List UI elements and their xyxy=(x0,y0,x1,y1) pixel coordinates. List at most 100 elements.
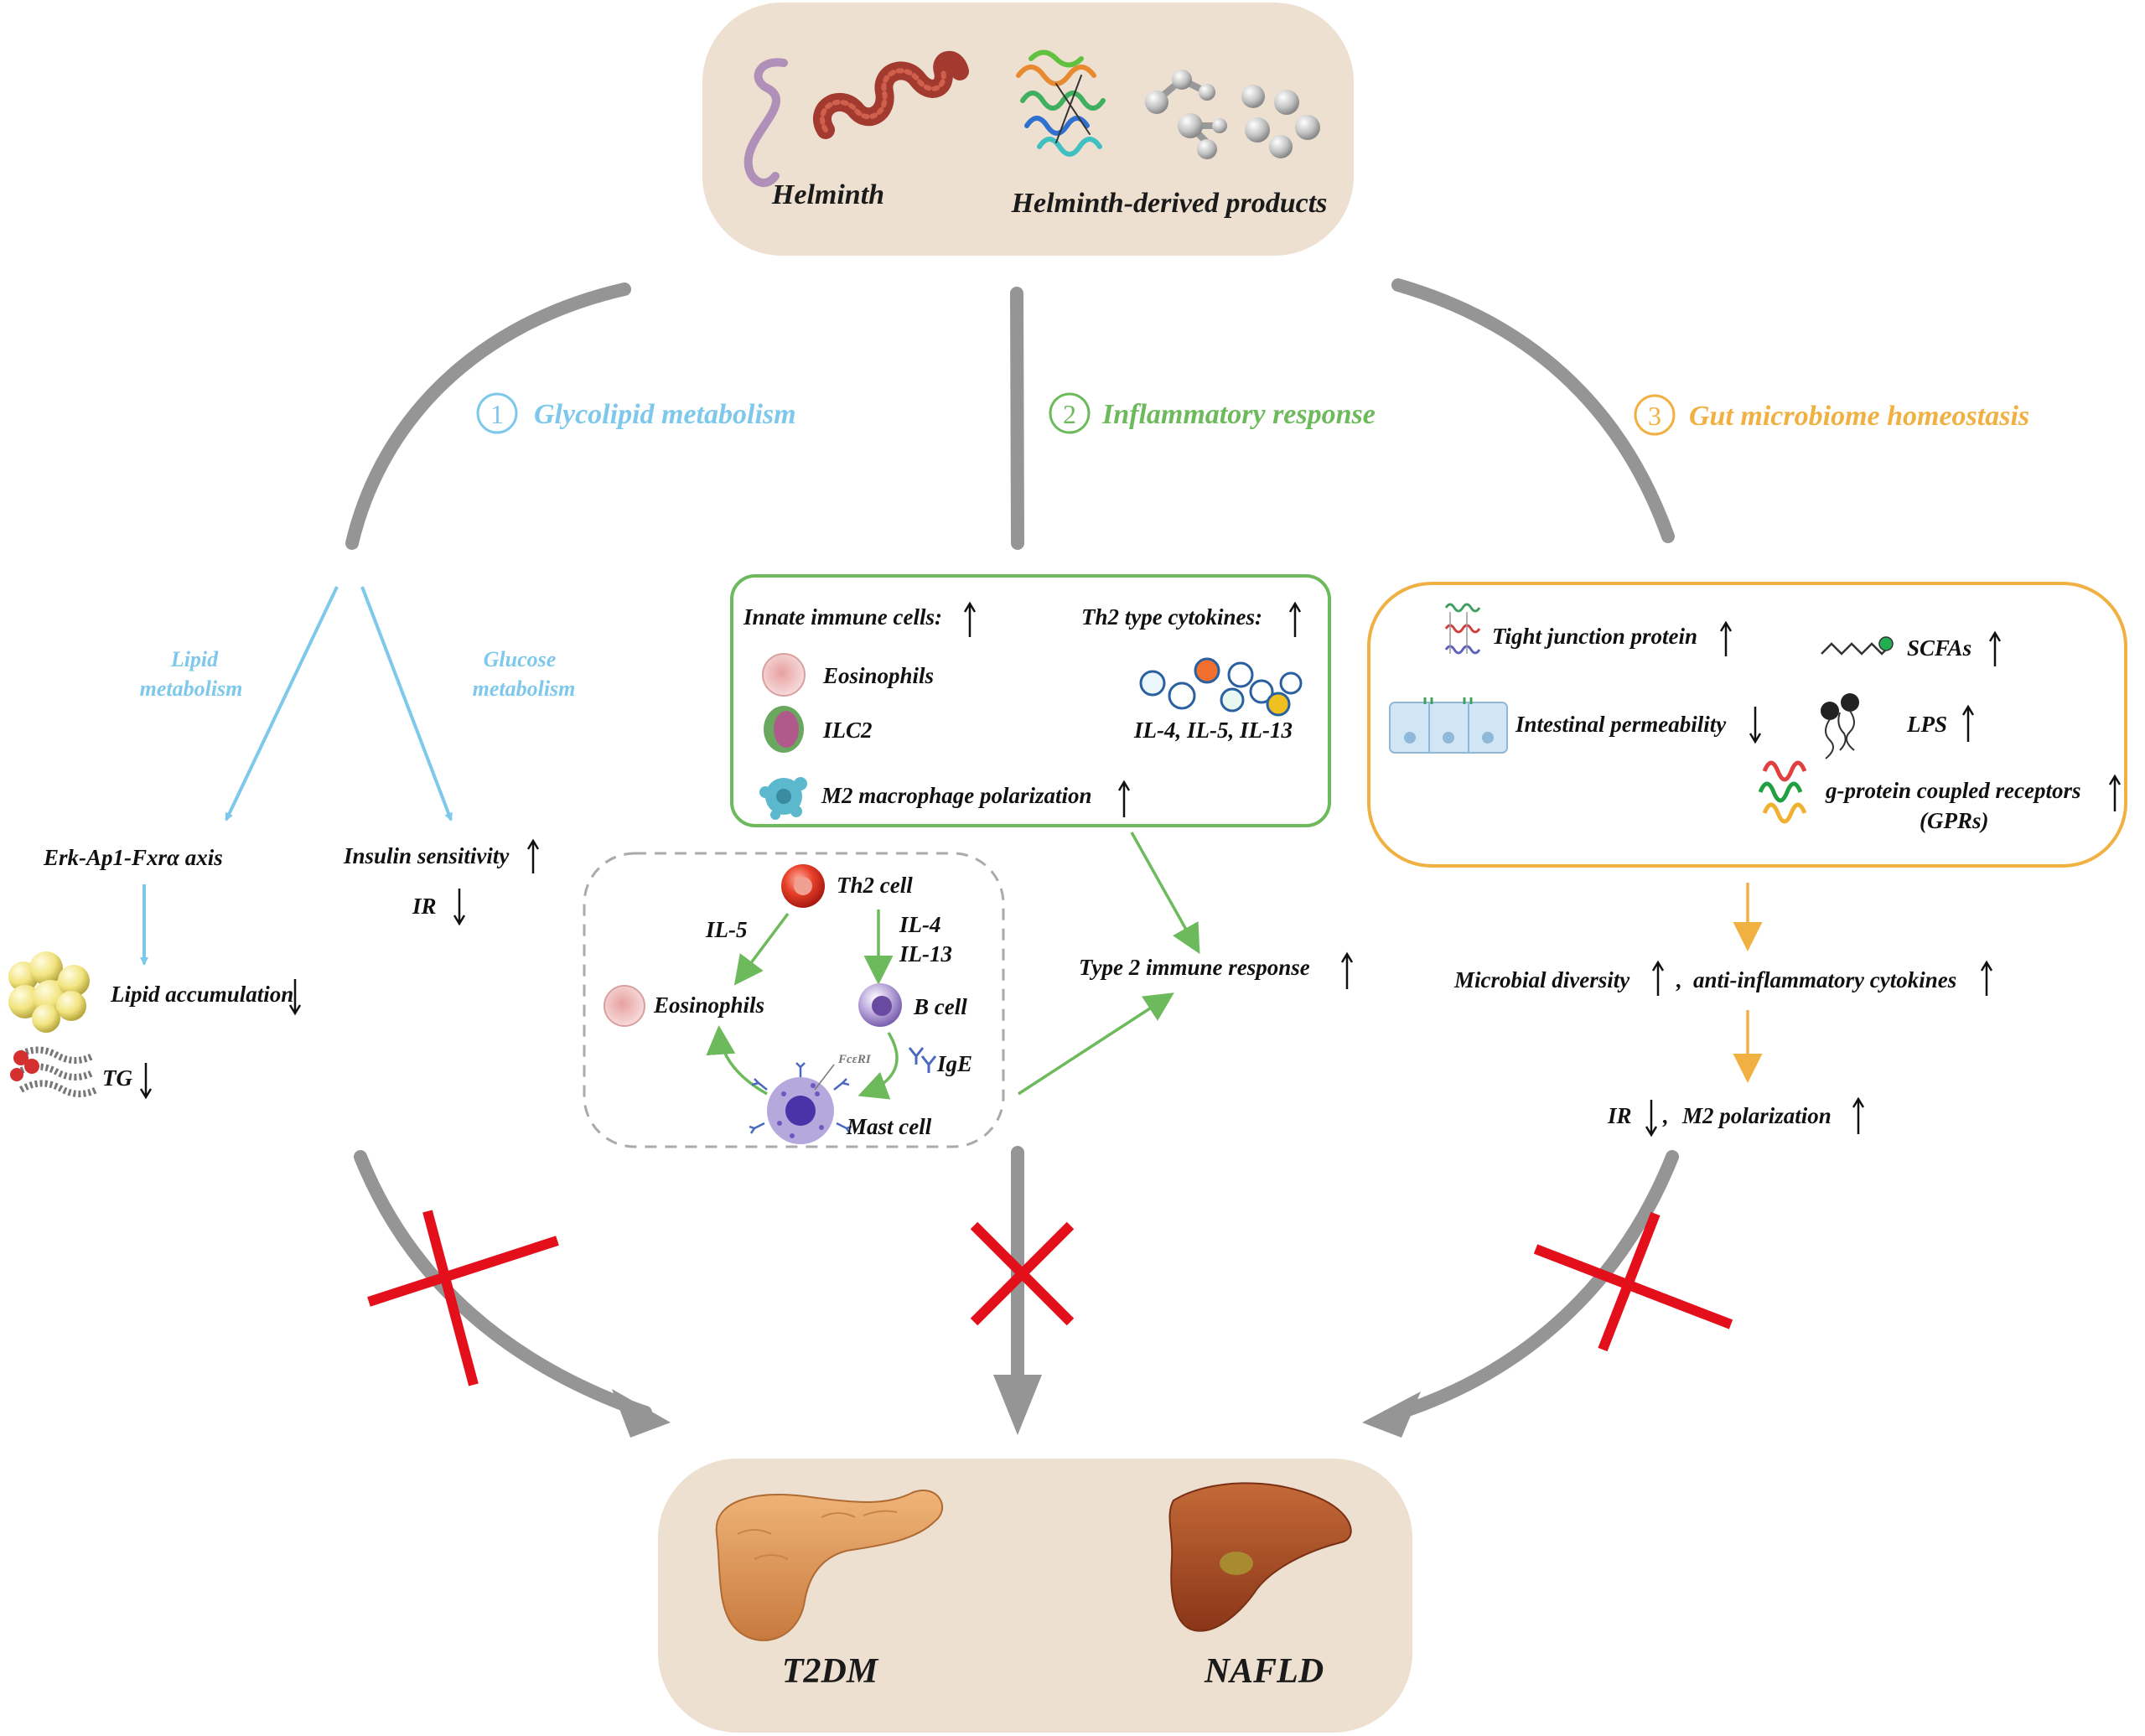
lps-up-arrow-icon xyxy=(1961,704,1975,742)
eosinophils-label-2: Eosinophils xyxy=(653,992,764,1018)
insulin-up-arrow-icon xyxy=(526,838,540,873)
ir-comma: , xyxy=(1662,1103,1669,1128)
triglyceride-molecule-icon xyxy=(10,1046,98,1097)
cytokines-up-arrow-icon xyxy=(1288,601,1302,637)
microbiome-section: Tight junction protein SCFAs Intestinal … xyxy=(1367,582,2127,1137)
fceri-label: FcεRI xyxy=(837,1053,872,1066)
pathway-2-heading: 2 Inflammatory response xyxy=(1049,392,1376,434)
innate-immune-box xyxy=(730,574,1331,827)
nafld-label: NAFLD xyxy=(1204,1652,1324,1691)
m2-macrophage-icon xyxy=(759,777,807,820)
top-connectors xyxy=(345,278,1675,550)
glycolipid-section: Lipid metabolism Glucose metabolism Erk-… xyxy=(8,586,576,1100)
lipid-metabolism-label-1: Lipid xyxy=(170,647,219,671)
perm-down-arrow-icon xyxy=(1749,707,1762,744)
tg-label: TG xyxy=(102,1065,132,1091)
anti-inflammatory-label: anti-inflammatory cytokines xyxy=(1693,967,1956,992)
pathway-2-number: 2 xyxy=(1063,399,1076,429)
lipid-metabolism-label-2: metabolism xyxy=(140,676,243,701)
insulin-sensitivity-label: Insulin sensitivity xyxy=(343,843,510,868)
pathway-2-title: Inflammatory response xyxy=(1101,399,1376,430)
helminth-products-label: Helminth-derived products xyxy=(1011,188,1328,219)
block-cross-left-icon xyxy=(367,1210,559,1386)
eosinophil-icon-2 xyxy=(604,985,645,1027)
ir-label-right: IR xyxy=(1607,1103,1632,1128)
disease-box: T2DM NAFLD xyxy=(658,1459,1412,1733)
connector-left-bottom xyxy=(354,1150,652,1419)
glucose-metabolism-label-1: Glucose xyxy=(484,647,557,671)
pathway-1-title: Glycolipid metabolism xyxy=(534,399,796,430)
pathway-3-title: Gut microbiome homeostasis xyxy=(1689,401,2029,432)
gpr-up-arrow-icon xyxy=(2108,774,2122,811)
innate-up-arrow-icon xyxy=(963,601,977,637)
eosinophil-icon xyxy=(762,653,806,697)
gpr-label-1: g-protein coupled receptors xyxy=(1825,778,2080,803)
connector-right-top xyxy=(1391,278,1675,543)
m2-pol-up-arrow-icon xyxy=(1852,1096,1865,1134)
anti-up-arrow-icon xyxy=(1980,960,1993,996)
arrowhead-center-icon xyxy=(993,1375,1042,1435)
lipid-droplets-icon xyxy=(8,951,90,1033)
cytokines-list-label: IL-4, IL-5, IL-13 xyxy=(1133,718,1293,743)
microbiome-box xyxy=(1367,582,2127,868)
protein-structure-icon xyxy=(1016,49,1106,157)
tight-junction-icon xyxy=(1444,603,1481,655)
diversity-comma: , xyxy=(1676,967,1682,992)
helminth-worm-icon xyxy=(743,58,788,187)
type2-immune-response-label: Type 2 immune response xyxy=(1079,955,1310,980)
erk-axis-label: Erk-Ap1-Fxrα axis xyxy=(43,845,223,870)
pathway-1-number: 1 xyxy=(490,399,504,429)
pancreas-icon xyxy=(715,1490,944,1641)
m2-macrophage-label: M2 macrophage polarization xyxy=(821,783,1092,808)
block-cross-right-icon xyxy=(1533,1211,1733,1352)
lps-label: LPS xyxy=(1906,712,1947,737)
t2dm-label: T2DM xyxy=(782,1652,879,1691)
pathway-3-heading: 3 Gut microbiome homeostasis xyxy=(1634,394,2029,436)
liver-icon xyxy=(1168,1482,1352,1632)
arrowhead-left-icon xyxy=(612,1389,671,1438)
gpr-receptor-icon xyxy=(1758,760,1807,824)
type2-up-arrow-icon xyxy=(1340,951,1354,989)
gpr-label-2: (GPRs) xyxy=(1920,808,1989,833)
intestinal-epithelium-icon xyxy=(1389,697,1508,754)
lps-icon xyxy=(1821,693,1859,759)
ige-label: IgE xyxy=(936,1051,972,1076)
glucose-metabolism-label-2: metabolism xyxy=(473,676,576,701)
tight-up-arrow-icon xyxy=(1719,620,1733,656)
helminth-label: Helminth xyxy=(771,179,884,210)
lipid-down-arrow-icon xyxy=(288,979,302,1016)
cytokine-particles-icon xyxy=(1139,657,1303,717)
b-cell-label: B cell xyxy=(913,994,967,1019)
lipid-accumulation-label: Lipid accumulation xyxy=(110,982,293,1007)
ilc2-label: ILC2 xyxy=(822,718,873,743)
il4-label: IL-4 xyxy=(899,912,941,937)
il5-label: IL-5 xyxy=(705,917,748,942)
coiled-helminth-icon xyxy=(813,50,969,139)
connector-right-bottom xyxy=(1381,1150,1679,1423)
tight-junction-label: Tight junction protein xyxy=(1492,624,1697,649)
eosinophils-label: Eosinophils xyxy=(822,663,934,688)
particles-icon xyxy=(1241,85,1320,158)
mast-cell-label: Mast cell xyxy=(846,1114,932,1139)
pathway-3-number: 3 xyxy=(1648,401,1661,431)
mast-cell-icon xyxy=(749,1062,852,1144)
inflammatory-section: Innate immune cells: Th2 type cytokines:… xyxy=(583,574,1354,1148)
ige-antibody-icon xyxy=(908,1047,937,1073)
block-cross-center-icon xyxy=(970,1221,1075,1326)
diversity-up-arrow-icon xyxy=(1651,960,1665,996)
innate-immune-cells-label: Innate immune cells: xyxy=(743,604,942,630)
arrowhead-right-icon xyxy=(1362,1391,1421,1438)
intestinal-permeability-label: Intestinal permeability xyxy=(1515,712,1727,737)
pathway-1-heading: 1 Glycolipid metabolism xyxy=(476,392,796,434)
microbial-diversity-label: Microbial diversity xyxy=(1453,967,1630,992)
ir-label-left: IR xyxy=(412,894,437,919)
th2-cell-box xyxy=(583,852,1005,1148)
connector-left-top xyxy=(345,282,631,550)
scfa-up-arrow-icon xyxy=(1988,630,2002,666)
il13-label: IL-13 xyxy=(899,941,952,966)
m2-up-arrow-icon xyxy=(1117,780,1131,817)
scfa-chain-icon xyxy=(1821,636,1894,656)
m2-polarization-label: M2 polarization xyxy=(1681,1103,1832,1128)
ilc2-icon xyxy=(764,706,804,753)
